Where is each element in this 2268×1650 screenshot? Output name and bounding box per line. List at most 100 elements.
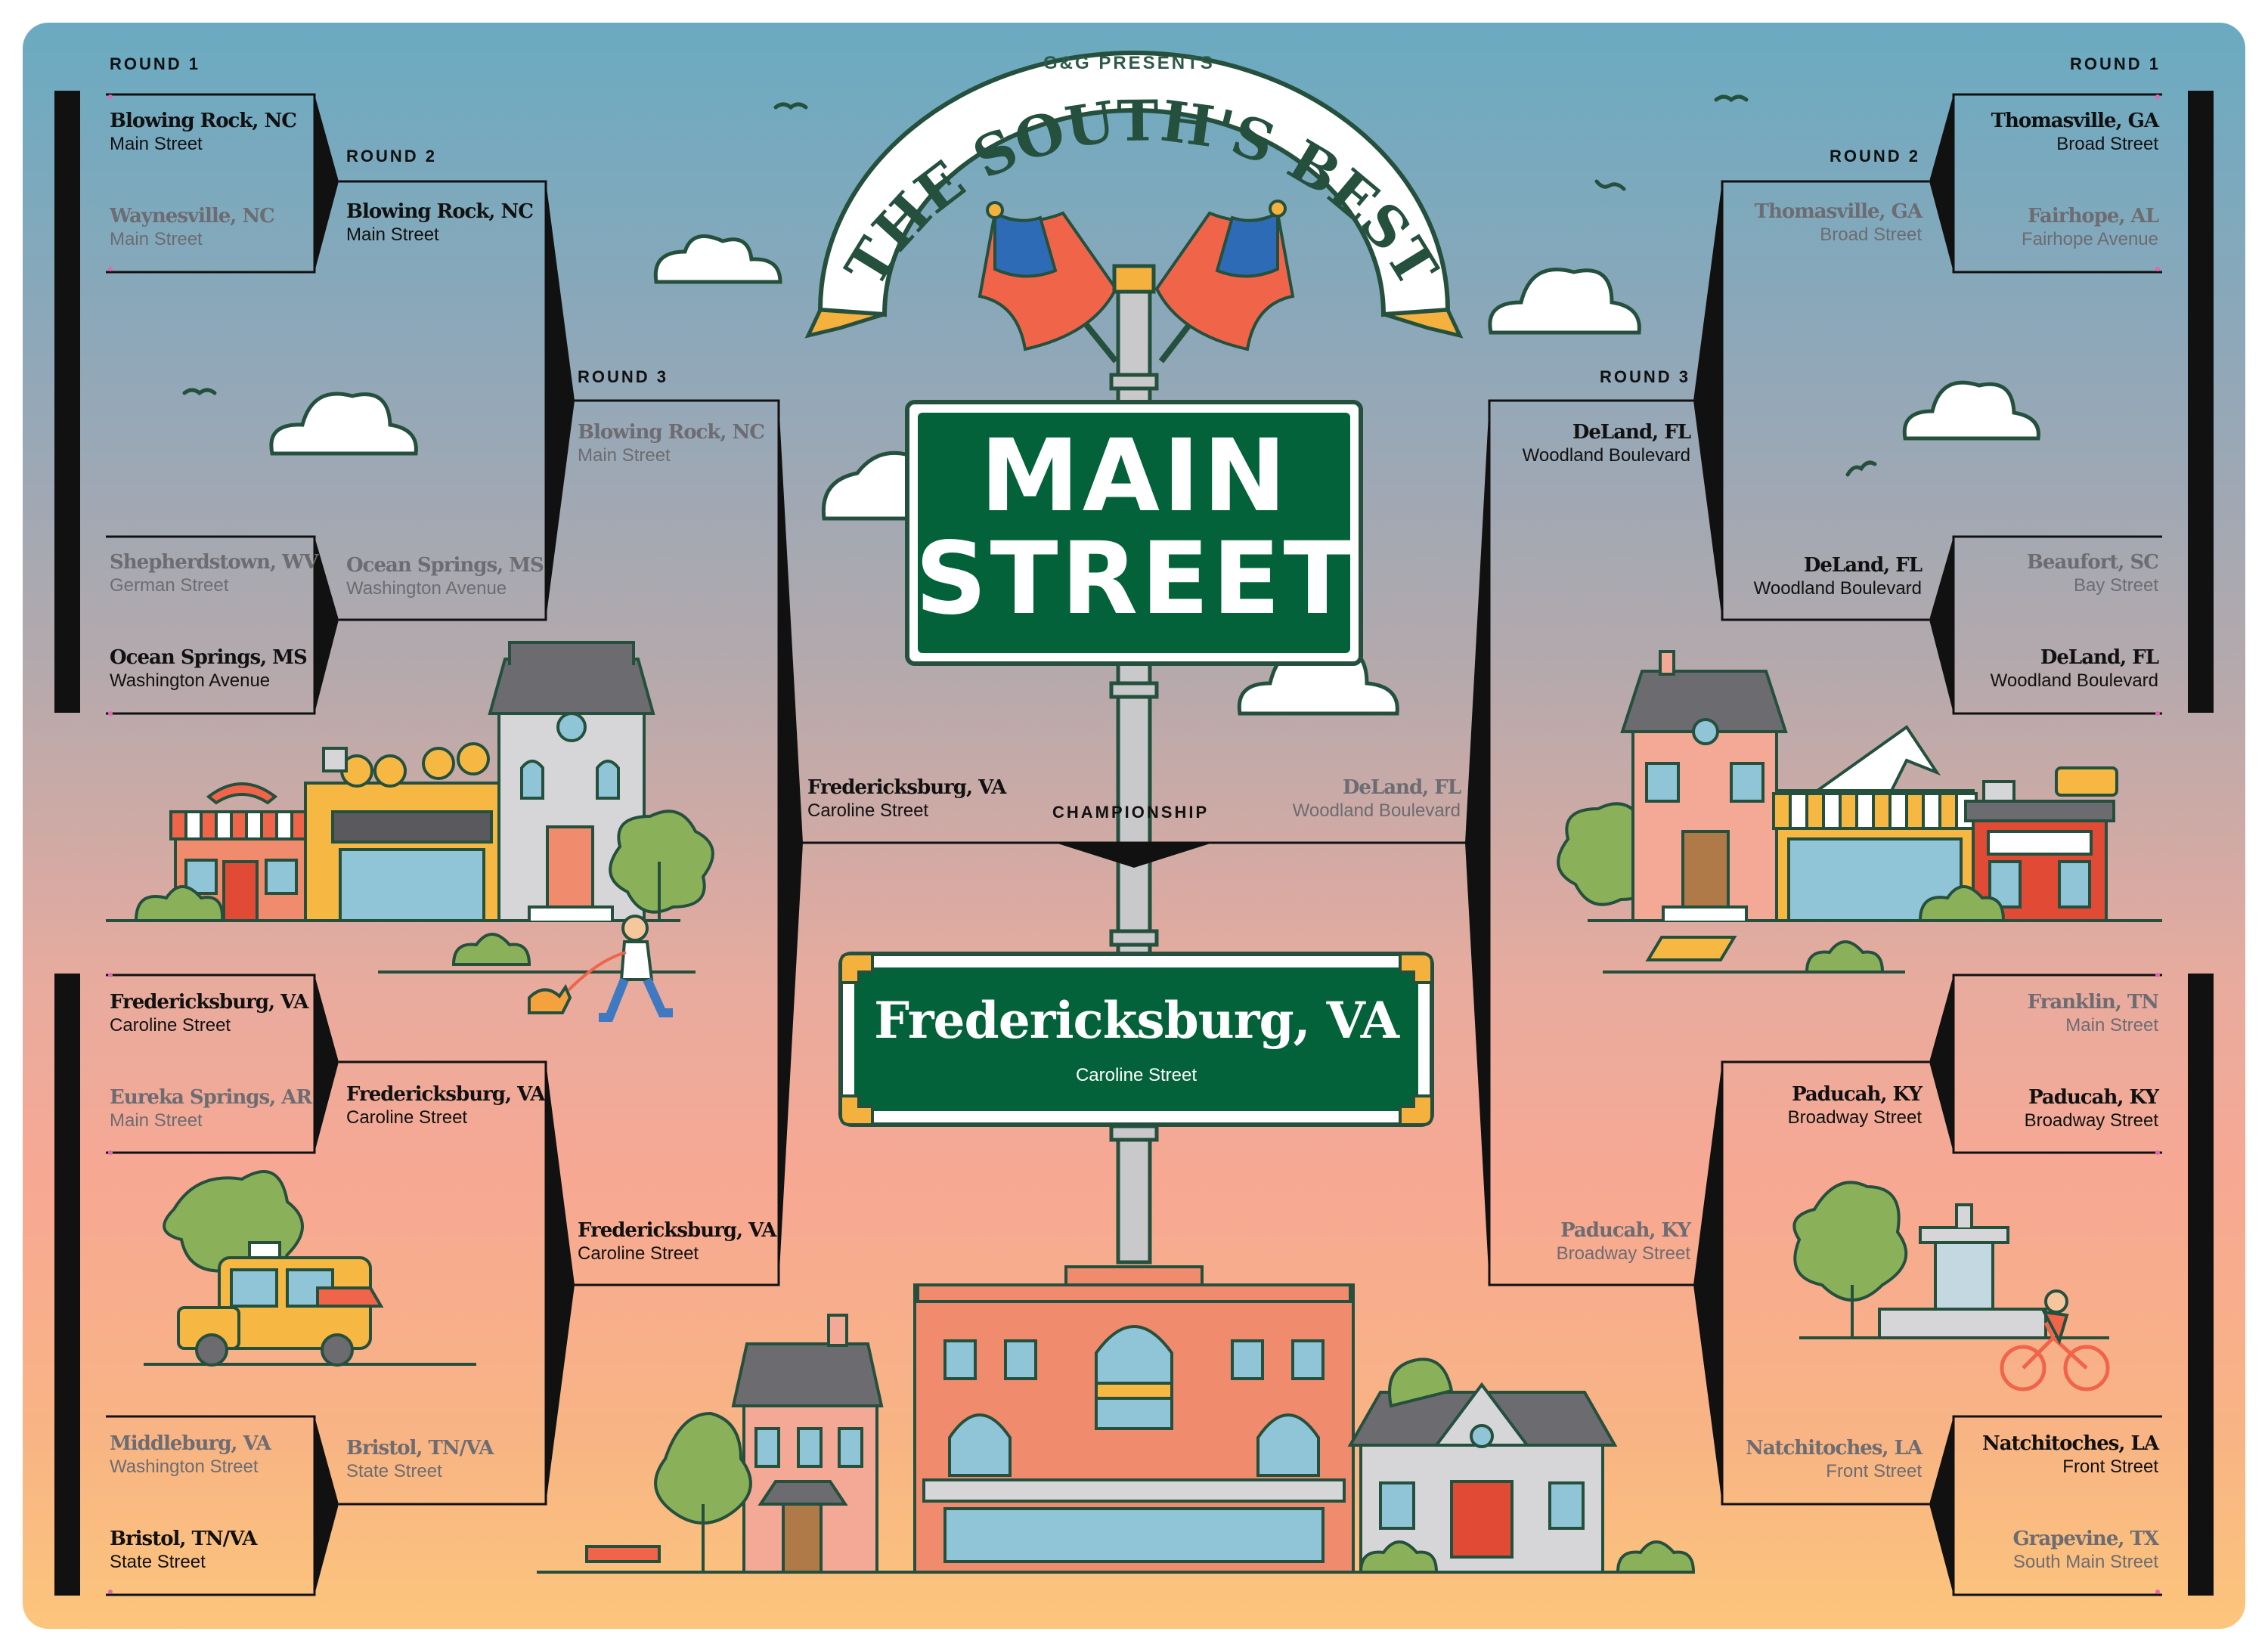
- entry-street: Main Street: [346, 224, 439, 245]
- entry-street: Washington Avenue: [110, 670, 271, 691]
- entry-street: Front Street: [2062, 1457, 2158, 1477]
- entry-street: State Street: [110, 1552, 206, 1572]
- entry-street: Woodland Boulevard: [1292, 800, 1461, 821]
- entry-street: Woodland Boulevard: [1990, 670, 2158, 691]
- entry-city: Shepherdstown, WV: [110, 551, 318, 574]
- storefronts-right: [1557, 650, 2162, 974]
- entry-city: Fredericksburg, VA: [346, 1083, 545, 1106]
- entry-city: Middleburg, VA: [110, 1432, 271, 1455]
- entry-city: Fredericksburg, VA: [807, 776, 1006, 799]
- championship-label: CHAMPIONSHIP: [1052, 803, 1210, 822]
- entry-street: State Street: [346, 1461, 442, 1481]
- entry-street: Woodland Boulevard: [1753, 578, 1922, 599]
- entry-city: Grapevine, TX: [2012, 1528, 2159, 1550]
- entry-street: Bay Street: [2073, 575, 2158, 596]
- food-truck: [144, 1170, 476, 1367]
- entry-city: Fairhope, AL: [2028, 205, 2159, 228]
- left-round1-header: ROUND 1: [110, 54, 201, 73]
- entry-city: Paducah, KY: [1792, 1083, 1923, 1106]
- entry-street: South Main Street: [2012, 1552, 2158, 1572]
- entry-city: Paducah, KY: [2028, 1086, 2159, 1109]
- entry-city: Bristol, TN/VA: [346, 1437, 494, 1460]
- entry-city: Natchitoches, LA: [1981, 1432, 2159, 1455]
- birds: [182, 94, 1877, 477]
- dog-walker: [378, 915, 696, 1022]
- entry-street: Broadway Street: [1787, 1107, 1922, 1128]
- entry-city: DeLand, FL: [1803, 554, 1923, 577]
- entry-city: Fredericksburg, VA: [578, 1219, 776, 1242]
- entry-city: Thomasville, GA: [1991, 110, 2159, 132]
- outer-bracket-bars: [54, 91, 2214, 1596]
- bracket-arrows: [314, 94, 1954, 1595]
- entry-street: Woodland Boulevard: [1522, 445, 1690, 466]
- entry-street: Main Street: [2065, 1015, 2158, 1036]
- entry-city: Bristol, TN/VA: [110, 1528, 257, 1550]
- entry-city: Blowing Rock, NC: [578, 421, 765, 444]
- entry-city: Blowing Rock, NC: [346, 200, 534, 223]
- entry-city: Franklin, TN: [2027, 991, 2159, 1014]
- bracket-dots: [108, 94, 2160, 1594]
- entry-city: DeLand, FL: [1572, 421, 1691, 444]
- entry-street: Main Street: [110, 134, 203, 154]
- entry-street: Caroline Street: [110, 1015, 231, 1036]
- entry-city: Ocean Springs, MS: [110, 646, 308, 669]
- entry-street: Main Street: [110, 229, 203, 249]
- entry-street: Broadway Street: [2024, 1110, 2158, 1131]
- entry-street: Fairhope Avenue: [2021, 229, 2158, 249]
- entry-street: Washington Avenue: [346, 578, 507, 599]
- entry-street: Caroline Street: [578, 1243, 699, 1264]
- right-round3-header: ROUND 3: [1600, 367, 1691, 386]
- entry-street: Broad Street: [2056, 134, 2158, 154]
- flags: [978, 200, 1295, 364]
- entry-city: Thomasville, GA: [1754, 200, 1923, 223]
- sign-line-main: MAIN: [980, 418, 1290, 534]
- main-street-sign: [905, 400, 1363, 666]
- entry-city: Ocean Springs, MS: [346, 554, 544, 577]
- entry-city: DeLand, FL: [1342, 776, 1461, 799]
- entry-city: Waynesville, NC: [110, 205, 275, 228]
- entry-city: Fredericksburg, VA: [110, 991, 308, 1014]
- entry-city: Paducah, KY: [1560, 1219, 1691, 1242]
- sign-line-street: STREET: [915, 521, 1355, 637]
- presents-label: G&G PRESENTS: [1043, 53, 1215, 73]
- entry-city: Eureka Springs, AR: [110, 1086, 312, 1109]
- entry-street: Caroline Street: [346, 1107, 468, 1128]
- right-round2-header: ROUND 2: [1830, 147, 1921, 166]
- entry-city: Beaufort, SC: [2026, 551, 2159, 574]
- right-round1-header: ROUND 1: [2070, 54, 2161, 73]
- entry-street: Broadway Street: [1556, 1243, 1690, 1264]
- entry-street: Main Street: [578, 445, 671, 466]
- town-buildings-center: [537, 1265, 1696, 1574]
- entry-city: Blowing Rock, NC: [110, 110, 297, 132]
- left-round3-header: ROUND 3: [578, 367, 669, 386]
- entry-street: Front Street: [1826, 1461, 1922, 1481]
- entry-street: Broad Street: [1820, 224, 1922, 245]
- entry-street: Caroline Street: [807, 800, 929, 821]
- fountain-cyclist: [1792, 1181, 2110, 1392]
